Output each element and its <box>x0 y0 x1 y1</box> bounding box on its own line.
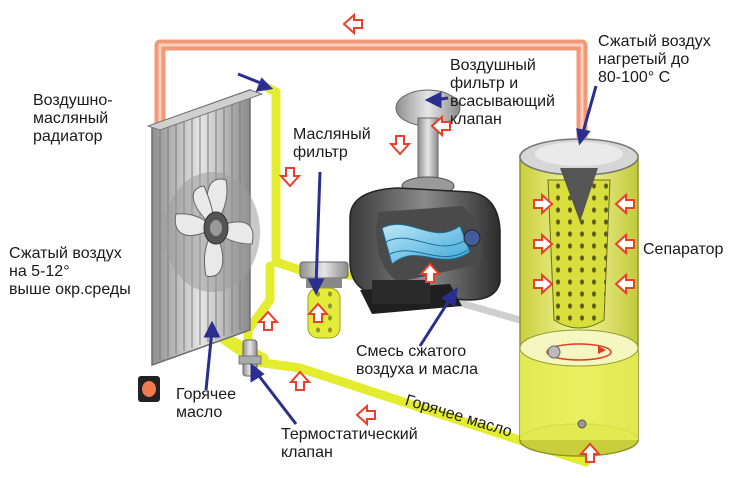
cool-air-label-line-1: Сжатый воздух <box>9 245 122 262</box>
air-filter-label-line-2: фильтр и <box>450 75 519 92</box>
air-filter-label: Воздушный фильтр и всасывающий клапан <box>450 57 555 129</box>
thermostatic-valve-label-line-2: клапан <box>281 444 333 461</box>
hot-oil-left-label-line-2: масло <box>176 404 223 421</box>
oil-filter-label-line-1: Масляный <box>293 126 371 143</box>
screw-compressor <box>349 89 501 314</box>
label-pointers <box>203 72 598 425</box>
oil-filter-label-line-2: фильтр <box>293 144 348 161</box>
mix-label: Смесь сжатого воздуха и масла <box>356 343 478 379</box>
mix-label-line-2: воздуха и масла <box>356 361 479 378</box>
cool-air-label-line-2: на 5-12° <box>9 263 70 280</box>
radiator-label-line-2: масляный <box>33 110 109 127</box>
oil-air-radiator <box>138 88 264 402</box>
radiator-label-line-3: радиатор <box>33 128 103 145</box>
hot-air-label-line-1: Сжатый воздух <box>598 33 711 50</box>
air-filter-label-line-3: всасывающий <box>450 93 555 110</box>
separator-tank <box>519 138 639 457</box>
oil-filter-body <box>299 261 349 339</box>
mix-label-line-1: Смесь сжатого <box>356 343 467 360</box>
hot-oil-left-label-line-1: Горячее <box>176 386 237 403</box>
thermostatic-valve-label: Термостатический клапан <box>281 426 418 462</box>
cool-air-label-line-3: выше окр.среды <box>9 281 131 298</box>
hot-air-label-line-2: нагретый до <box>598 51 690 68</box>
radiator-label: Воздушно- масляный радиатор <box>33 92 113 146</box>
radiator-label-line-1: Воздушно- <box>33 92 113 109</box>
air-filter-label-line-1: Воздушный <box>450 57 536 74</box>
hot-oil-left-label: Горячее масло <box>176 386 236 422</box>
rotor <box>381 223 471 265</box>
cool-air-label: Сжатый воздух на 5-12° выше окр.среды <box>9 245 131 299</box>
hot-air-label: Сжатый воздух нагретый до 80-100° С <box>598 33 711 87</box>
hot-air-label-line-3: 80-100° С <box>598 69 671 86</box>
air-filter-label-line-4: клапан <box>450 111 502 128</box>
oil-filter-label: Масляный фильтр <box>293 126 371 162</box>
separator-label: Сепаратор <box>643 241 724 258</box>
thermostatic-valve-label-line-1: Термостатический <box>281 426 418 443</box>
